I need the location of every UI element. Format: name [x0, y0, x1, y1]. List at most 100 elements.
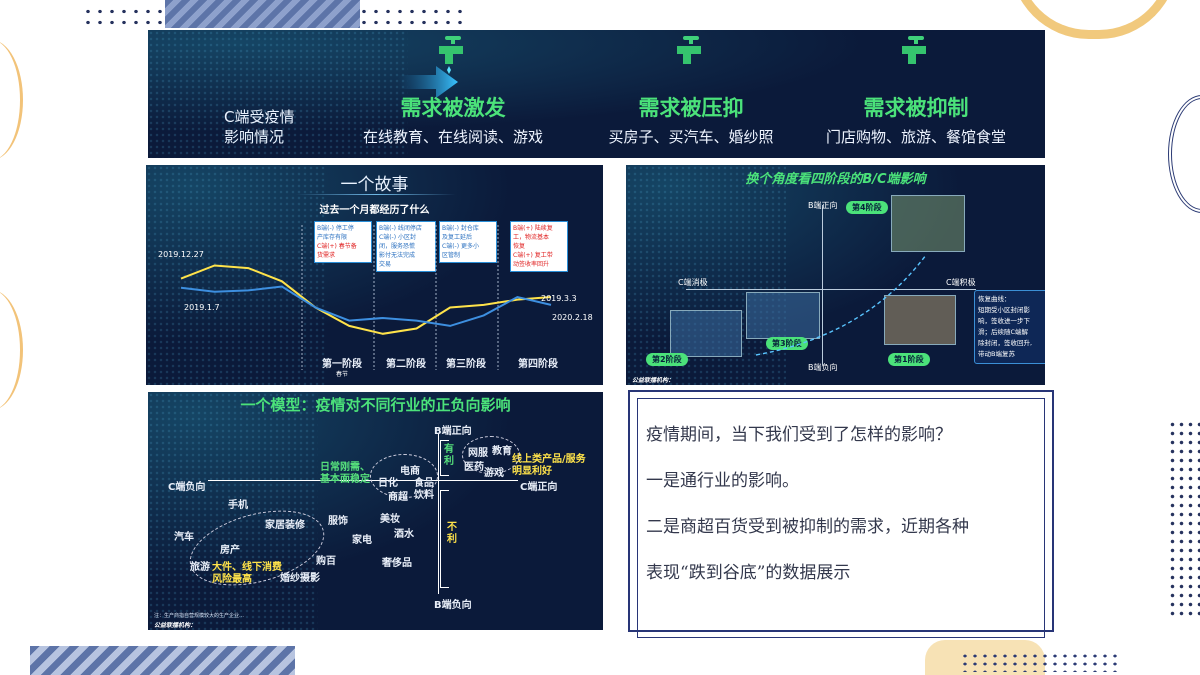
recovery-note: 恢复曲线： 短期受小区封闭影 响，签收进一步下 滑；后续随C端解 除封闭，签收回… — [974, 290, 1045, 364]
text-frame-inner — [637, 398, 1045, 638]
favorable-bracket — [440, 440, 449, 476]
item-jiushui: 酒水 — [394, 529, 414, 540]
quadrant-box-stage4 — [891, 195, 965, 252]
item-goubai: 购百 — [316, 556, 336, 567]
demand-banner: C端受疫情 影响情况 需求被激发 在线教育、在线阅读、游戏 需求被压抑 买房子、… — [148, 30, 1045, 158]
banner-col1-title: 需求被激发 — [400, 96, 506, 120]
faucet-icon — [902, 36, 926, 64]
quadrant-axis-top: B端正向 — [808, 201, 838, 210]
faucet-icon — [677, 36, 701, 64]
online-label-2: 明显利好 — [512, 466, 552, 477]
stage-label-4: 第四阶段 — [518, 359, 558, 370]
item-dianshang: 电商 — [400, 466, 420, 477]
risk-label-2: 风险最高 — [212, 574, 252, 585]
item-hunsha: 婚纱摄影 — [280, 573, 320, 584]
left-arc-lines — [0, 40, 23, 160]
rigid-label-2: 基本面稳定 — [320, 474, 370, 485]
text-panel: 疫情期间，当下我们受到了怎样的影响？ 一是通行业的影响。 二是商超百货受到被抑制… — [646, 420, 1042, 604]
quadrant-v-axis — [822, 205, 823, 365]
model-title: 一个模型：疫情对不同行业的正负向影响 — [240, 396, 511, 414]
banner-col1-subtitle: 在线教育、在线阅读、游戏 — [362, 128, 543, 146]
item-shechi: 奢侈品 — [382, 558, 412, 569]
text-line-3: 二是商超百货受到被抑制的需求，近期各种 — [646, 517, 969, 537]
quadrant-title: 换个角度看四阶段的B/C端影响 — [745, 172, 926, 187]
date-label-4: 2020.2.18 — [552, 313, 593, 322]
quadrant-panel: 换个角度看四阶段的B/C端影响 B端正向 B端负向 C端消极 C端积极 第4阶段… — [626, 165, 1045, 385]
banner-column-3: 需求被抑制 门店购物、旅游、餐馆食堂 — [816, 30, 1016, 158]
favorable-label-1: 有利 — [444, 444, 454, 467]
banner-col2-title: 需求被压抑 — [638, 96, 744, 120]
banner-col3-subtitle: 门店购物、旅游、餐馆食堂 — [825, 128, 1006, 146]
faucet-icon — [439, 36, 463, 74]
story-series-2 — [180, 285, 552, 327]
stage-pill-1: 第1阶段 — [888, 353, 930, 366]
item-rihua: 日化 — [378, 478, 398, 489]
arrow-right-icon — [398, 66, 458, 98]
bottom-dot-row — [960, 652, 1120, 672]
text-line-1: 疫情期间，当下我们受到了怎样的影响？ — [646, 425, 952, 445]
quadrant-axis-bottom: B端负向 — [808, 363, 838, 372]
item-youxi: 游戏 — [484, 468, 504, 479]
top-stripe-block — [165, 0, 360, 28]
text-line-4: 表现“跌到谷底”的数据展示 — [646, 563, 851, 583]
online-label-1: 线上类产品/服务 — [512, 454, 586, 465]
oval-top-right — [462, 436, 520, 474]
recovery-curve — [755, 254, 927, 356]
stage1-note: 春节 — [336, 371, 349, 378]
story-title-underline — [296, 194, 456, 195]
left-arc-lines-2 — [0, 290, 23, 410]
oval-rigid — [370, 454, 438, 498]
quadrant-axis-right: C端积极 — [946, 278, 976, 287]
item-shipin: 食品 — [414, 478, 434, 489]
item-qiche: 汽车 — [174, 532, 194, 543]
stage-pill-4: 第4阶段 — [846, 201, 888, 214]
model-axis-left: C端负向 — [168, 482, 206, 493]
date-label-1: 2019.12.27 — [158, 250, 204, 259]
quadrant-box-stage3 — [746, 292, 820, 339]
model-footnote: 注：生产商指自营规模较大的生产企业… — [154, 613, 245, 619]
stage-label-3: 第三阶段 — [446, 359, 486, 370]
item-wangfu: 网服 — [468, 448, 488, 459]
banner-column-1: 需求被激发 在线教育、在线阅读、游戏 — [353, 30, 553, 158]
unfavorable-label: 不利 — [447, 522, 457, 545]
stage-pill-2: 第2阶段 — [646, 353, 688, 366]
quadrant-box-stage1 — [884, 295, 956, 345]
model-axis-top: B端正向 — [434, 426, 472, 437]
item-meizhuang: 美妆 — [380, 514, 400, 525]
story-title: 一个故事 — [340, 175, 409, 195]
text-line-2: 一是通行业的影响。 — [646, 471, 799, 491]
story-subtitle: 过去一个月都经历了什么 — [319, 205, 430, 216]
item-fangchan: 房产 — [220, 545, 240, 556]
date-label-3: 2019.3.3 — [541, 294, 577, 303]
item-fushi: 服饰 — [328, 516, 348, 527]
quadrant-footer: 公益联播机构： — [632, 377, 675, 384]
model-axis-bottom: B端负向 — [434, 600, 472, 611]
right-dot-column — [1168, 420, 1200, 620]
quadrant-box-stage2 — [670, 310, 742, 357]
banner-column-2: 需求被压抑 买房子、买汽车、婚纱照 — [591, 30, 791, 158]
item-jiaju: 家居装修 — [265, 520, 305, 531]
quadrant-axis-left: C端消极 — [678, 278, 708, 287]
model-footer: 公益联播机构： — [154, 622, 197, 629]
model-h-axis — [208, 480, 518, 481]
stage-label-2: 第二阶段 — [386, 359, 426, 370]
item-shangchao: 商超 — [388, 492, 408, 503]
item-jiadian: 家电 — [352, 535, 372, 546]
item-yinliao: 饮料 — [414, 490, 434, 501]
risk-label-1: 大件、线下消费 — [212, 562, 282, 573]
story-series-1 — [180, 264, 552, 335]
banner-col3-title: 需求被抑制 — [863, 96, 969, 120]
banner-side-label-2: 影响情况 — [224, 128, 285, 146]
banner-side-label-1: C端受疫情 — [224, 108, 295, 126]
stage-label-1: 第一阶段 — [322, 359, 362, 370]
rigid-label-1: 日常刚需、 — [320, 462, 370, 473]
story-line-chart — [180, 225, 552, 370]
model-v-axis — [438, 434, 439, 594]
item-jiaoyu: 教育 — [492, 446, 512, 457]
item-yiyao: 医药 — [464, 462, 484, 473]
